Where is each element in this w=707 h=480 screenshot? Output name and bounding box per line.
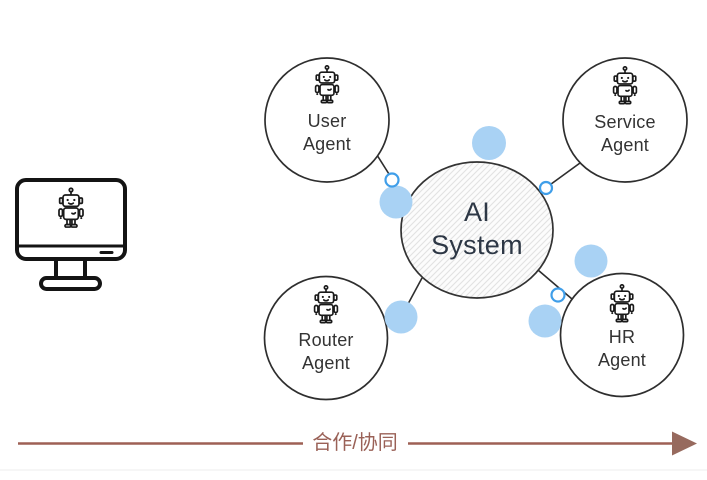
agent-node-hr xyxy=(559,272,685,398)
agent-label-line: HR xyxy=(608,327,636,347)
connection-ring xyxy=(550,287,566,303)
agent-label-line: User xyxy=(307,111,347,131)
connection-dot xyxy=(384,300,418,334)
connection-ring xyxy=(384,172,400,188)
connection-dot xyxy=(528,304,562,338)
connection-dot xyxy=(379,185,413,219)
connection-dot xyxy=(472,126,506,160)
agent-node-router xyxy=(263,275,389,401)
agent-label-hr: HR Agent xyxy=(560,326,684,372)
connector-service-line xyxy=(546,162,581,188)
agent-label-line: Agent xyxy=(600,135,650,155)
agent-label-user: User Agent xyxy=(265,110,389,156)
ai-system-label-line: System xyxy=(431,230,523,260)
collaboration-arrow xyxy=(18,431,697,456)
agent-label-line: Agent xyxy=(302,134,352,154)
connection-ring xyxy=(538,180,554,196)
agent-label-router: Router Agent xyxy=(264,329,388,375)
computer-icon xyxy=(15,178,127,291)
connection-dot xyxy=(574,244,608,278)
ai-system-label: AI System xyxy=(401,196,553,262)
agent-label-line: Router xyxy=(298,330,354,350)
agent-node-service xyxy=(562,57,688,183)
ai-system-label-line: AI xyxy=(463,197,491,227)
connector-hr-line xyxy=(537,269,573,300)
ai-system-node xyxy=(400,161,554,299)
agent-node-user xyxy=(264,57,390,183)
agent-label-line: Agent xyxy=(301,353,351,373)
collaboration-arrow-label: 合作/协同 xyxy=(312,432,398,454)
arrowhead-icon xyxy=(672,431,697,456)
agent-label-service: Service Agent xyxy=(563,111,687,157)
agent-label-line: Agent xyxy=(597,350,647,370)
agent-label-line: Service xyxy=(594,112,656,132)
